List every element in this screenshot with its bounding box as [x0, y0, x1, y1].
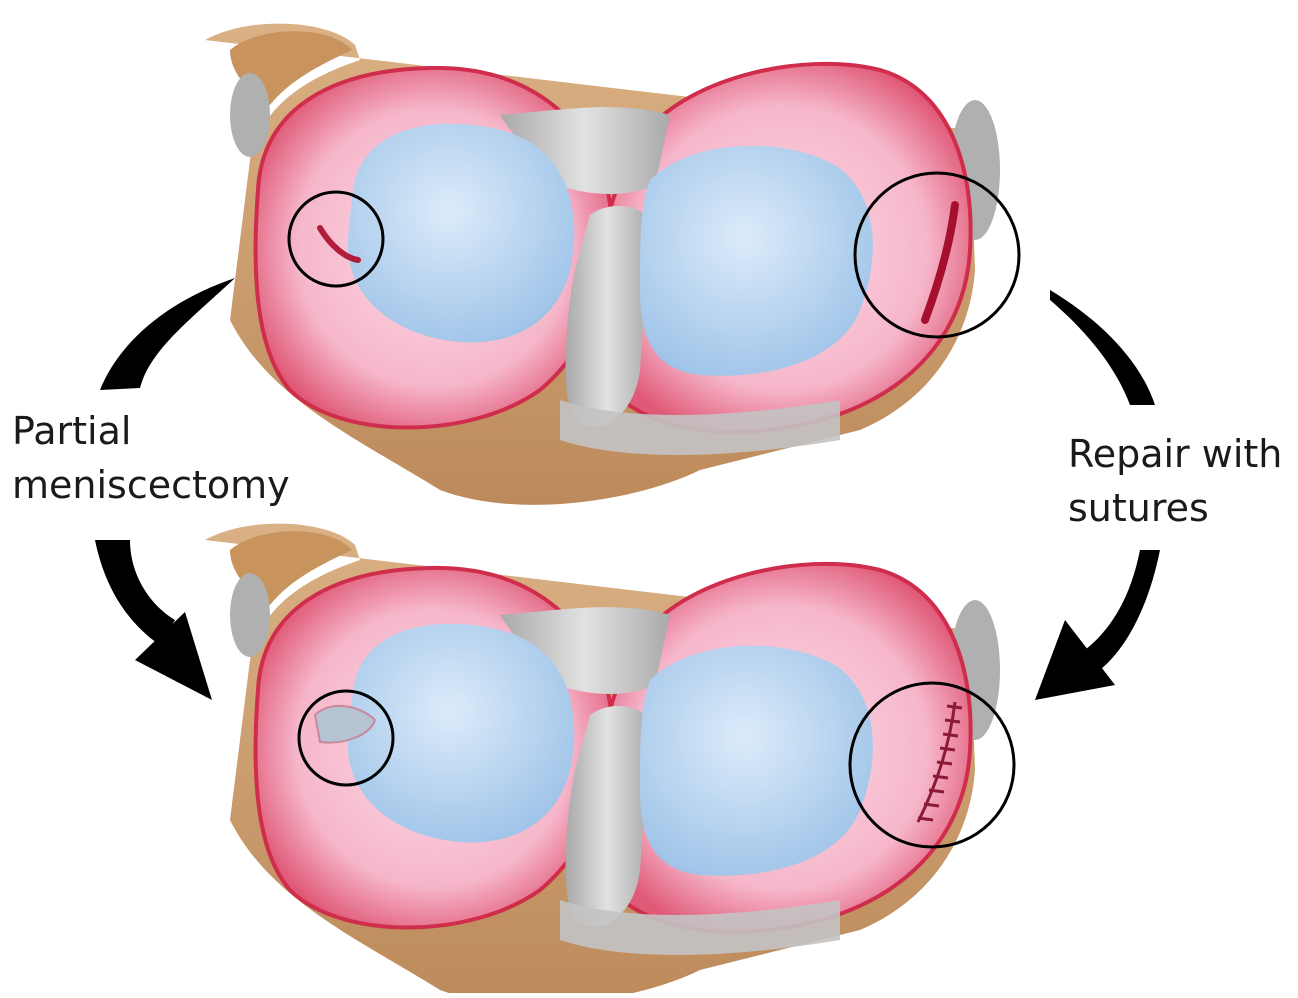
- right-arrow-bottom-segment: [1085, 550, 1160, 670]
- label-left-line2: meniscectomy: [12, 458, 290, 512]
- label-right-line2: sutures: [1068, 481, 1282, 535]
- repair-with-sutures-label: Repair with sutures: [1068, 427, 1282, 535]
- left-arrow-top-segment: [100, 278, 235, 390]
- label-left-line1: Partial: [12, 404, 290, 458]
- partial-meniscectomy-label: Partial meniscectomy: [12, 404, 290, 512]
- knee-after-illustration: [205, 524, 1000, 993]
- right-arrow-top-segment: [1050, 290, 1155, 405]
- label-right-line1: Repair with: [1068, 427, 1282, 481]
- knee-before-illustration: [205, 24, 1000, 505]
- left-arrow-bottom-segment: [95, 540, 175, 645]
